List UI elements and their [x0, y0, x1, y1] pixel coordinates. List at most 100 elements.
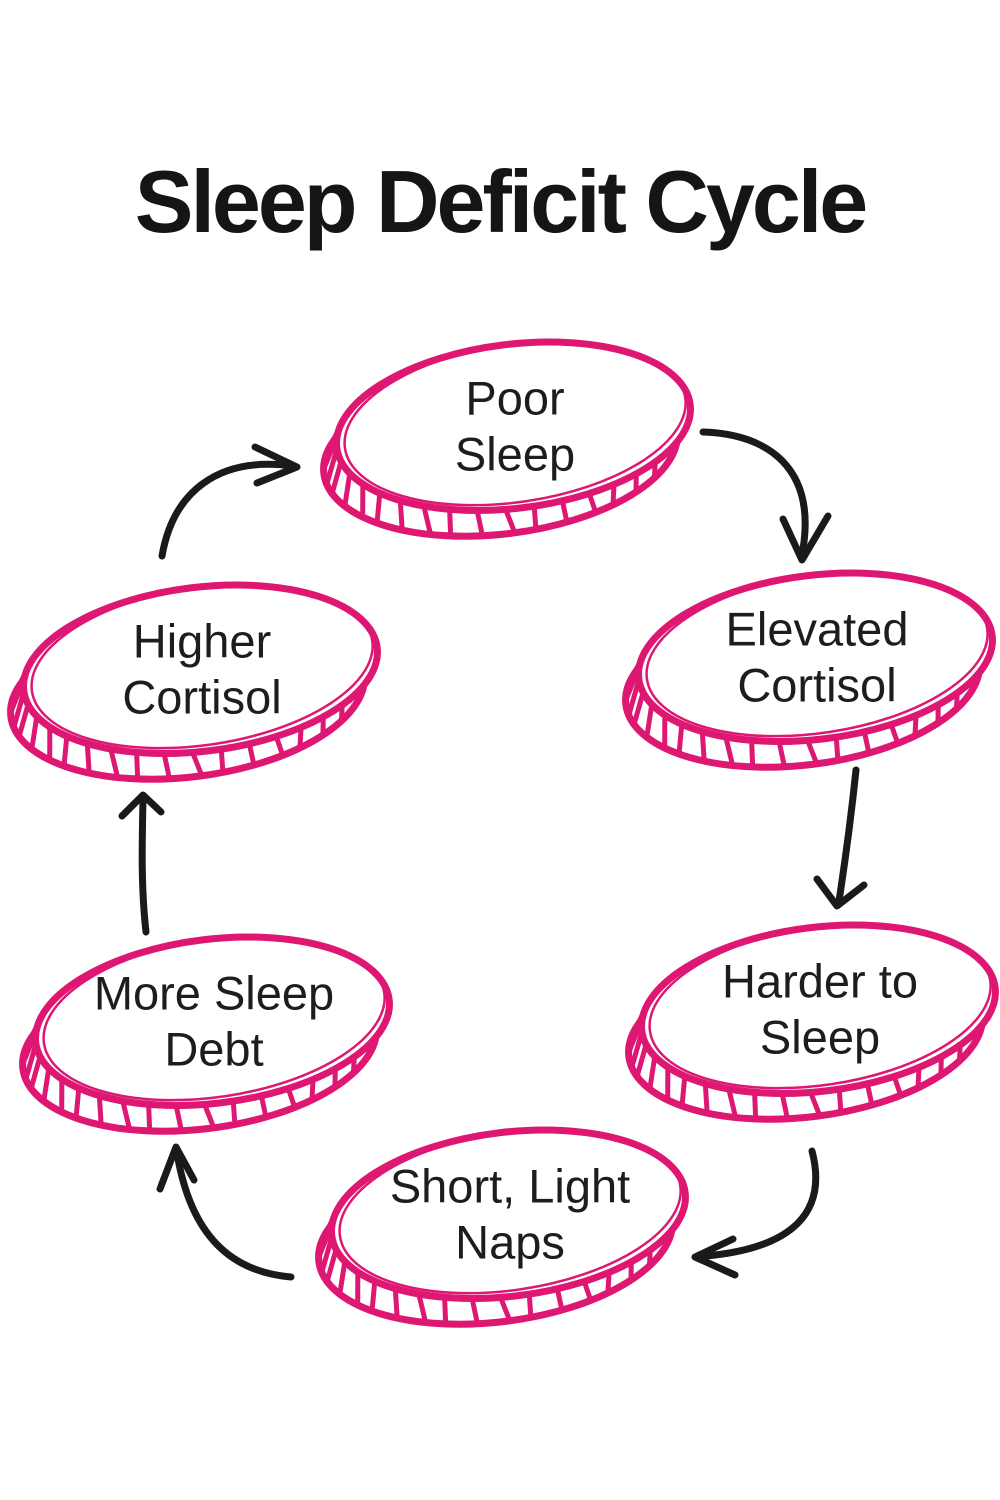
- hand-drawn-ellipse: [315, 1126, 689, 1328]
- rim-hatch-line: [474, 507, 485, 539]
- ellipse-sketch-line: [645, 570, 989, 738]
- node-label-line1: More Sleep: [93, 966, 335, 1020]
- rim-hatch-line: [230, 1098, 238, 1127]
- rim-hatch-line: [836, 1086, 844, 1115]
- arrow-shaft: [158, 460, 296, 560]
- rim-hatch-line: [190, 749, 205, 779]
- arrow-elevated-cortisol-to-harder-to-sleep: [813, 766, 868, 910]
- node-label-line1: Poor: [465, 371, 565, 425]
- node-label-line2: Debt: [164, 1023, 264, 1076]
- rim-hatch-line: [442, 1294, 449, 1327]
- node-label-line2: Sleep: [454, 428, 576, 481]
- rim-hatch-line: [324, 1246, 339, 1285]
- rim-hatch-line: [808, 1089, 823, 1119]
- node-label: Poor Sleep: [455, 371, 575, 484]
- arrow-poor-sleep-to-elevated-cortisol: [699, 428, 832, 564]
- diagram-title: Sleep Deficit Cycle: [134, 152, 868, 251]
- node-label: Short, Light Naps: [390, 1159, 630, 1272]
- cycle-node-harder-to-sleep: Harder to Sleep: [608, 910, 1000, 1140]
- cycle-node-higher-cortisol: Higher Cortisol: [0, 570, 390, 800]
- rim-hatch-line: [392, 1286, 400, 1321]
- rim-hatch-line: [676, 721, 685, 757]
- rim-hatch-line: [421, 503, 434, 538]
- rim-hatch-line: [749, 737, 756, 770]
- node-label: More Sleep Debt: [94, 966, 334, 1079]
- node-label-line1: Harder to: [722, 954, 918, 1008]
- ellipse-sketch-line: [648, 922, 992, 1090]
- coin-ellipse-group: [19, 933, 393, 1135]
- rim-hatch-line: [96, 1093, 104, 1128]
- rim-hatch-line: [120, 1098, 133, 1133]
- coin-ellipse-group: [320, 338, 694, 540]
- rim-hatch-line: [161, 750, 172, 782]
- arrow-head-icon: [156, 1143, 198, 1193]
- node-label-line2: Naps: [455, 1216, 565, 1269]
- rim-hatch-line: [337, 1258, 348, 1297]
- rim-hatch-line: [258, 1093, 269, 1120]
- rim-hatch-line: [61, 733, 70, 769]
- rim-hatch-line: [218, 746, 226, 775]
- rim-hatch-line: [146, 1101, 153, 1134]
- cycle-node-short-light-naps: Short, Light Naps: [298, 1115, 698, 1345]
- arrow-harder-to-sleep-to-short-light-naps: [691, 1147, 820, 1279]
- rim-hatch-line: [369, 1278, 378, 1314]
- arrow-shaft: [835, 766, 860, 905]
- rim-hatch-line: [447, 506, 454, 539]
- rim-hatch-line: [864, 1081, 875, 1108]
- rim-hatch-line: [108, 746, 121, 781]
- arrow-head-icon: [691, 1235, 739, 1279]
- coin-ellipse-group: [315, 1126, 689, 1328]
- rim-hatch-line: [833, 734, 841, 763]
- cycle-node-more-sleep-debt: More Sleep Debt: [2, 922, 402, 1152]
- hand-drawn-ellipse: [320, 338, 694, 540]
- arrow-shaft: [702, 1147, 820, 1260]
- node-label-line2: Cortisol: [737, 659, 897, 712]
- cycle-node-poor-sleep: Poor Sleep: [303, 327, 703, 557]
- rim-hatch-line: [29, 713, 40, 752]
- rim-hatch-line: [355, 1269, 361, 1308]
- node-label: Elevated Cortisol: [726, 602, 909, 715]
- hand-drawn-ellipse: [19, 933, 393, 1135]
- arrow-short-light-naps-to-more-sleep-debt: [156, 1143, 295, 1281]
- rim-hatch-line: [342, 470, 353, 509]
- cycle-node-elevated-cortisol: Elevated Cortisol: [605, 558, 1000, 788]
- arrow-shaft: [138, 795, 150, 936]
- rim-hatch-line: [647, 1053, 658, 1092]
- arrow-shaft: [699, 428, 809, 553]
- rim-hatch-line: [805, 737, 820, 767]
- rim-hatch-line: [416, 1291, 429, 1326]
- node-label-line2: Sleep: [759, 1011, 881, 1064]
- rim-hatch-line: [702, 1081, 710, 1116]
- rim-hatch-line: [665, 1064, 671, 1103]
- node-label-line1: Higher: [132, 614, 272, 668]
- arrow-head-icon: [251, 443, 301, 487]
- rim-hatch-line: [47, 724, 53, 763]
- ellipse-sketch-line: [343, 339, 687, 507]
- arrow-more-sleep-debt-to-higher-cortisol: [118, 791, 165, 936]
- rim-hatch-line: [631, 689, 646, 728]
- arrow-shaft: [173, 1149, 295, 1281]
- rim-hatch-line: [59, 1076, 65, 1115]
- node-label-line2: Cortisol: [122, 671, 282, 724]
- arrow-head-icon: [779, 512, 832, 564]
- rim-hatch-line: [202, 1101, 217, 1131]
- rim-hatch-line: [329, 458, 344, 497]
- rim-hatch-line: [397, 498, 405, 533]
- ellipse-sketch-line: [338, 1127, 682, 1295]
- rim-hatch-line: [723, 734, 736, 769]
- node-label: Higher Cortisol: [122, 614, 281, 727]
- rim-hatch-line: [73, 1085, 82, 1121]
- ellipse-sketch-line: [42, 934, 386, 1102]
- rim-hatch-line: [498, 1294, 513, 1324]
- rim-hatch-line: [779, 1090, 790, 1122]
- rim-hatch-line: [28, 1053, 43, 1092]
- rim-hatch-line: [16, 701, 31, 740]
- node-label-line1: Elevated: [725, 602, 909, 656]
- coin-ellipse-group: [622, 569, 996, 771]
- rim-hatch-line: [776, 738, 787, 770]
- hand-drawn-ellipse: [622, 569, 996, 771]
- rim-hatch-line: [554, 1286, 565, 1313]
- ellipse-sketch-line: [30, 582, 374, 750]
